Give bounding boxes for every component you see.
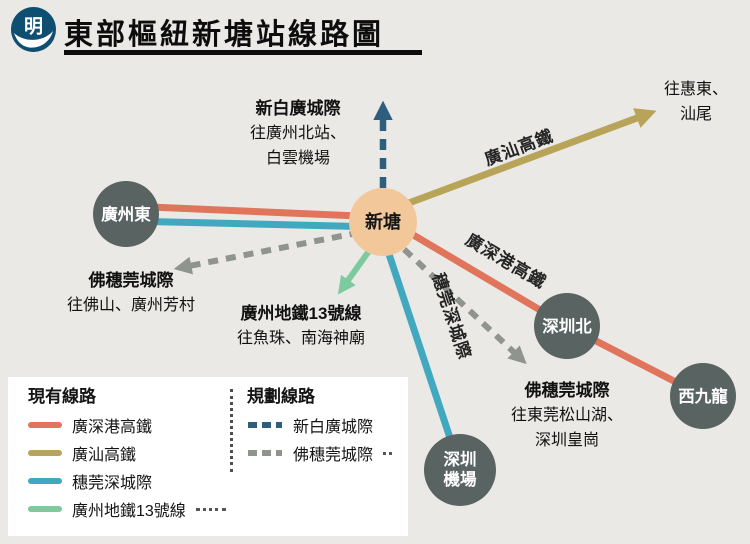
line-guangshan-hsr <box>380 108 657 217</box>
annotation-metro13: 廣州地鐵13號線 往魚珠、南海神廟 <box>208 301 394 351</box>
station-circle <box>670 363 736 429</box>
label-guangshengang-hsr: 廣深港高鐵 <box>462 229 550 292</box>
legend-divider <box>230 389 233 472</box>
station-circle <box>424 434 496 506</box>
legend-existing-column: 現有線路 廣深港高鐵 廣汕高鐵 穗莞深城際 <box>28 385 230 530</box>
title-underline <box>64 50 422 55</box>
station-circle <box>93 181 159 247</box>
line-fosuiwan-planned-west <box>173 226 378 275</box>
station-circle <box>534 293 600 359</box>
station-label-line1: 深圳 <box>444 449 477 469</box>
annotation-title: 新白廣城際 <box>255 99 341 118</box>
annotation-title: 佛穗莞城際 <box>524 381 610 400</box>
hub-label: 新塘 <box>365 211 401 232</box>
mingpao-logo: 明 <box>11 7 56 52</box>
annotation-line: 往佛山、廣州芳村 <box>66 297 195 314</box>
legend-item-label: 廣州地鐵13號線 <box>72 503 186 520</box>
legend-item-label: 穗莞深城際 <box>72 475 153 492</box>
annotation-title: 廣州地鐵13號線 <box>240 304 362 323</box>
legend-item-guangshan: 廣汕高鐵 <box>28 439 230 467</box>
annotation-line: 往惠東、 <box>663 81 728 98</box>
station-shenzhen-airport: 深圳 機場 <box>424 434 496 506</box>
page-title: 東部樞紐新塘站線路圖 <box>64 19 385 51</box>
station-label: 西九龍 <box>678 386 728 406</box>
annotation-line: 汕尾 <box>679 106 712 123</box>
station-label: 廣州東 <box>101 204 151 224</box>
legend-planned-column: 規劃線路 新白廣城際 佛穗莞城際 <box>233 385 396 530</box>
legend-swatch-dashed-icon <box>248 422 282 428</box>
legend-item-metro13: 廣州地鐵13號線 <box>28 495 230 523</box>
annotation-huidong: 往惠東、 汕尾 <box>642 77 750 127</box>
legend-item-suiwanshen: 穗莞深城際 <box>28 467 230 495</box>
legend-planned-title: 規劃線路 <box>247 387 315 406</box>
annotation-line: 往東莞松山湖、 <box>510 407 623 424</box>
logo-crescent-icon <box>14 31 53 48</box>
legend-swatch-dashed-icon <box>248 450 282 456</box>
annotation-foshan: 佛穗莞城際 往佛山、廣州芳村 <box>22 268 240 318</box>
annotation-line: 白雲機場 <box>265 150 330 167</box>
legend-item-label: 廣汕高鐵 <box>72 447 137 464</box>
line-fosuiwan-planned-east <box>388 234 527 365</box>
legend-swatch-solid-icon <box>28 478 62 484</box>
annotation-title: 佛穗莞城際 <box>88 271 174 290</box>
legend-item-label: 新白廣城際 <box>293 419 374 436</box>
legend-item-label: 廣深港高鐵 <box>72 419 153 436</box>
legend-swatch-solid-icon <box>28 506 62 512</box>
dotted-leader <box>383 451 392 455</box>
station-west-kowloon: 西九龍 <box>670 363 736 429</box>
legend-swatch-solid-icon <box>28 450 62 456</box>
logo-char: 明 <box>24 16 43 38</box>
line-guangshengang-hsr <box>125 202 705 400</box>
station-shenzhen-north: 深圳北 <box>534 293 600 359</box>
station-guangzhou-east: 廣州東 <box>93 181 159 247</box>
legend-item-fosuiwan: 佛穗莞城際 <box>247 439 396 467</box>
annotation-line: 深圳皇崗 <box>534 432 599 449</box>
annotation-line: 往廣州北站、 <box>249 125 346 142</box>
legend-item-guangshengang: 廣深港高鐵 <box>28 411 230 439</box>
legend-existing-title: 現有線路 <box>28 387 96 406</box>
dotted-leader <box>195 507 226 511</box>
legend: 現有線路 廣深港高鐵 廣汕高鐵 穗莞深城際 <box>8 377 408 536</box>
hub-circle <box>349 188 417 256</box>
station-label: 深圳北 <box>542 316 592 336</box>
annotation-xinbaiguang: 新白廣城際 往廣州北站、 白雲機場 <box>217 96 379 171</box>
annotation-line: 往魚珠、南海神廟 <box>236 330 365 347</box>
hub-xintang: 新塘 <box>349 188 417 256</box>
legend-swatch-solid-icon <box>28 422 62 428</box>
legend-item-xinbaiguang: 新白廣城際 <box>247 411 396 439</box>
station-label-line2: 機場 <box>444 469 478 489</box>
annotation-dongguan: 佛穗莞城際 往東莞松山湖、 深圳皇崗 <box>482 378 652 453</box>
label-suiwanshen-intercity: 穗莞深城際 <box>428 270 475 362</box>
legend-item-label: 佛穗莞城際 <box>293 447 374 464</box>
